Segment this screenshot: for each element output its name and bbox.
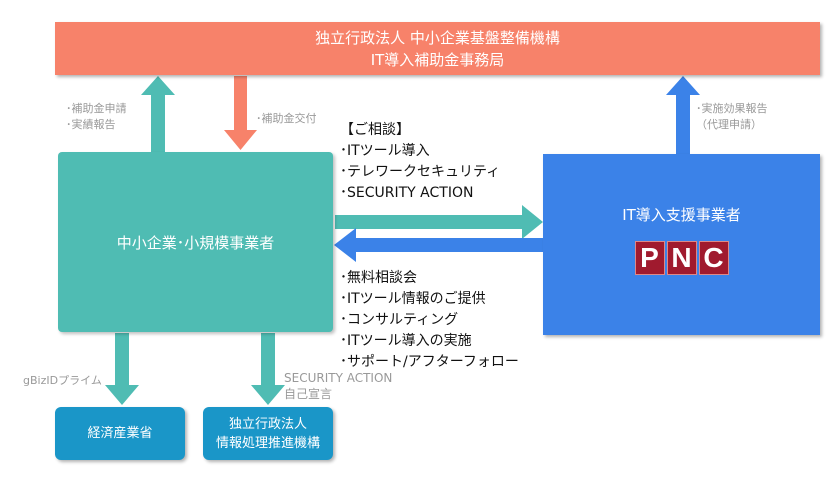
meti-label: 経済産業省 bbox=[87, 426, 153, 441]
smrj-office-box: 独立行政法人 中小企業基盤整備機構 IT導入補助金事務局 bbox=[55, 22, 820, 75]
service-item: ･ITツール導入の実施 bbox=[340, 333, 472, 349]
consult-item: ･SECURITY ACTION bbox=[340, 185, 474, 201]
services-list: ･無料相談会 ･ITツール情報のご提供 ･コンサルティング ･ITツール導入の実… bbox=[340, 268, 519, 373]
sa-label: SECURITY ACTION 自己宣言 bbox=[284, 370, 392, 402]
service-item: ･ITツール情報のご提供 bbox=[340, 291, 486, 307]
apply-label-2: ･実績報告 bbox=[66, 118, 116, 131]
arrow-up-apply bbox=[141, 76, 175, 152]
consult-item: ･ITツール導入 bbox=[340, 143, 430, 159]
report-label: ･実施効果報告 （代理申請） bbox=[696, 101, 768, 133]
sme-label: 中小企業･小規模事業者 bbox=[116, 233, 275, 252]
apply-label: ･補助金申請 ･実績報告 bbox=[66, 101, 127, 133]
arrow-left-services bbox=[334, 228, 543, 262]
sme-box: 中小企業･小規模事業者 bbox=[58, 152, 333, 332]
gbiz-label: gBizIDプライム bbox=[23, 374, 102, 387]
arrow-up-report bbox=[666, 76, 700, 154]
consult-list: 【ご相談】 ･ITツール導入 ･テレワークセキュリティ ･SECURITY AC… bbox=[340, 120, 500, 204]
ipa-box: 独立行政法人 情報処理推進機構 bbox=[203, 407, 333, 460]
grant-label: ･補助金交付 bbox=[256, 112, 317, 125]
service-item: ･サポート/アフターフォロー bbox=[340, 354, 519, 370]
arrow-down-grant bbox=[224, 76, 257, 150]
arrow-down-gbiz bbox=[105, 333, 139, 405]
sa-label-1: SECURITY ACTION bbox=[284, 371, 393, 385]
report-label-2: （代理申請） bbox=[696, 118, 762, 131]
report-label-1: ･実施効果報告 bbox=[696, 102, 768, 115]
top-line2: IT導入補助金事務局 bbox=[370, 50, 505, 69]
sa-label-2: 自己宣言 bbox=[284, 387, 333, 401]
consult-item: ･テレワークセキュリティ bbox=[340, 164, 501, 180]
arrow-right-consult bbox=[335, 205, 543, 239]
apply-label-1: ･補助金申請 bbox=[66, 102, 127, 115]
top-line1: 独立行政法人 中小企業基盤整備機構 bbox=[315, 28, 560, 47]
arrow-down-sa bbox=[251, 333, 285, 405]
service-item: ･コンサルティング bbox=[340, 312, 459, 328]
ipa-line1: 独立行政法人 bbox=[228, 416, 307, 432]
meti-box: 経済産業省 bbox=[55, 407, 185, 460]
ipa-line2: 情報処理推進機構 bbox=[215, 435, 320, 451]
consult-title: 【ご相談】 bbox=[340, 122, 410, 138]
service-item: ･無料相談会 bbox=[340, 270, 417, 286]
vendor-label: IT導入支援事業者 bbox=[622, 206, 741, 224]
